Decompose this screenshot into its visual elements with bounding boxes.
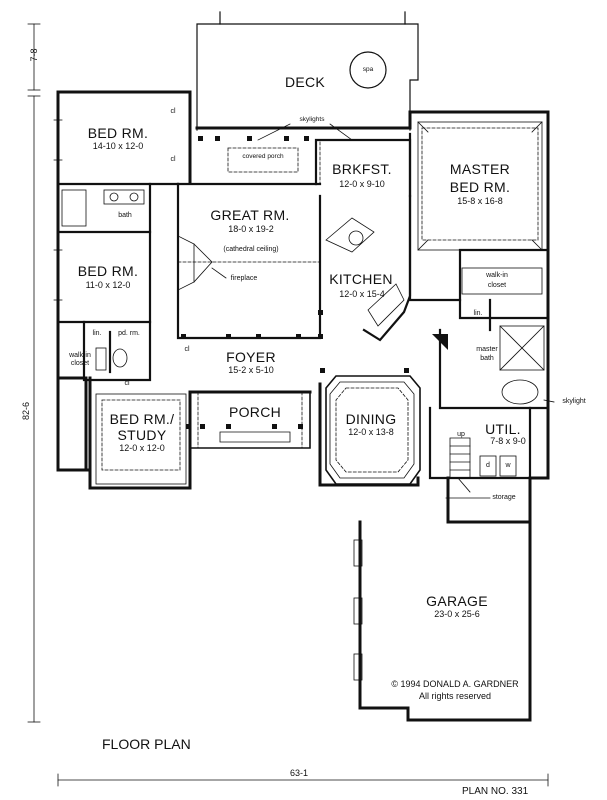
bath-label: bath bbox=[118, 212, 132, 219]
kitchen-size: 12-0 x 15-4 bbox=[339, 289, 385, 299]
master-linen-label: lin. bbox=[473, 310, 483, 317]
porch-label: PORCH bbox=[228, 404, 282, 420]
cl-label-1: cl bbox=[170, 108, 176, 115]
exterior-walls bbox=[56, 90, 550, 722]
skylight-label: skylight bbox=[562, 398, 586, 405]
kitchen-label: KITCHEN bbox=[329, 271, 393, 287]
dining-size: 12-0 x 13-8 bbox=[348, 427, 394, 437]
deck-label: DECK bbox=[284, 74, 326, 90]
util-label: UTIL. bbox=[485, 421, 521, 437]
util-size: 7-8 x 9-0 bbox=[490, 436, 526, 446]
powder-room-label: pd. rm. bbox=[118, 330, 140, 337]
fireplace-label: fireplace bbox=[230, 275, 258, 282]
master-bed-label-2: BED RM. bbox=[449, 179, 511, 195]
great-room-size: 18-0 x 19-2 bbox=[228, 224, 274, 234]
study-label: BED RM./ bbox=[109, 411, 175, 427]
overall-width-dimension: 63-1 bbox=[288, 768, 311, 778]
great-room-label: GREAT RM. bbox=[210, 207, 290, 223]
walk-in-closet-label: walk-in bbox=[69, 352, 91, 359]
dining-label: DINING bbox=[345, 411, 397, 427]
master-bath-label-2: bath bbox=[480, 355, 494, 362]
deck-depth-dimension: 7-8 bbox=[29, 48, 39, 62]
washer-label: w bbox=[505, 462, 511, 469]
study-size: 12-0 x 12-0 bbox=[119, 443, 165, 453]
dryer-label: d bbox=[486, 462, 490, 469]
bed-room-1-label: BED RM. bbox=[87, 125, 149, 141]
master-bed-size: 15-8 x 16-8 bbox=[457, 196, 503, 206]
garage-size: 23-0 x 25-6 bbox=[434, 609, 480, 619]
dimension-lines bbox=[27, 23, 555, 787]
spa-label: spa bbox=[362, 66, 374, 73]
floor-plan-title: FLOOR PLAN bbox=[102, 736, 191, 752]
foyer-size: 15-2 x 5-10 bbox=[228, 365, 274, 375]
interior-walls bbox=[56, 132, 550, 485]
master-walk-in-label-2: closet bbox=[487, 282, 507, 289]
deck-outline bbox=[196, 11, 419, 131]
cl-label-2: cl bbox=[170, 156, 176, 163]
study-label-2: STUDY bbox=[117, 427, 167, 443]
bed-room-2-size: 11-0 x 12-0 bbox=[85, 280, 131, 290]
bed-room-2-label: BED RM. bbox=[77, 263, 139, 279]
covered-porch-label: covered porch bbox=[242, 153, 284, 160]
plan-number: PLAN NO. 331 bbox=[462, 786, 529, 797]
master-walk-in-label: walk-in bbox=[486, 272, 508, 279]
storage-label: storage bbox=[492, 494, 516, 501]
foyer-label: FOYER bbox=[226, 349, 276, 365]
columns bbox=[181, 136, 448, 429]
overall-depth-dimension: 82-6 bbox=[21, 402, 31, 421]
fixture-lines bbox=[53, 119, 545, 681]
walk-in-closet-label-2: closet bbox=[70, 360, 90, 367]
master-bed-label: MASTER bbox=[449, 161, 511, 177]
linen-label-left: lin. bbox=[92, 330, 102, 337]
copyright-text: © 1994 DONALD A. GARDNER bbox=[391, 679, 519, 689]
cathedral-ceiling-note: (cathedral ceiling) bbox=[223, 246, 279, 253]
cl-label-3: cl bbox=[184, 346, 190, 353]
skylights-label: skylights bbox=[299, 116, 325, 123]
spa-circle bbox=[349, 51, 387, 89]
stair-up-label: up bbox=[457, 431, 465, 438]
breakfast-label: BRKFST. bbox=[332, 161, 392, 177]
cl-label-4: cl bbox=[124, 380, 130, 387]
bed-room-1-size: 14-10 x 12-0 bbox=[92, 141, 144, 151]
master-bath-label: master bbox=[476, 346, 498, 353]
dashed-details bbox=[101, 127, 539, 473]
breakfast-size: 12-0 x 9-10 bbox=[339, 179, 385, 189]
garage-label: GARAGE bbox=[426, 593, 488, 609]
rights-text: All rights reserved bbox=[418, 691, 492, 701]
